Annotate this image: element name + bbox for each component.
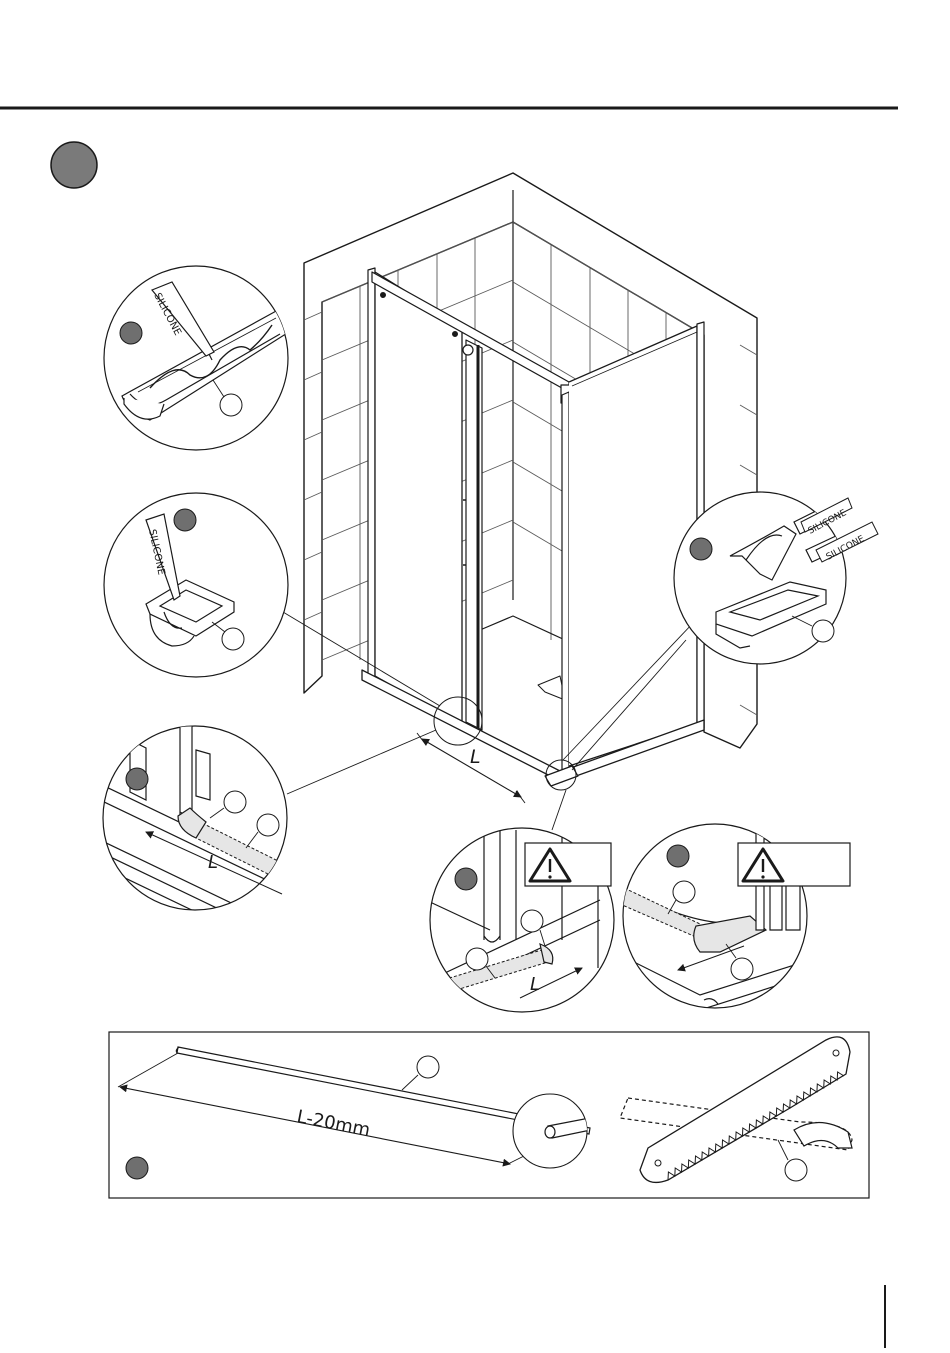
detail-circle-1: SILICONE — [104, 266, 292, 450]
callout-empty — [812, 620, 834, 642]
detail-circle-3: SILICONE SILICONE — [674, 492, 878, 664]
callout-empty — [220, 394, 242, 416]
callout-empty — [257, 814, 279, 836]
detail-circle-6 — [620, 824, 850, 1010]
step-badge — [51, 142, 97, 188]
detail-circle-2: SILICONE — [104, 493, 288, 677]
detail-circle-5: L — [430, 828, 614, 1012]
dimension-label: L — [208, 852, 218, 873]
callout-dot — [120, 322, 142, 344]
dimension-label-main: L — [470, 746, 481, 768]
cutting-panel: L-20mm — [109, 1032, 869, 1198]
callout-empty — [673, 881, 695, 903]
callout-empty — [224, 791, 246, 813]
callout-dot — [126, 768, 148, 790]
callout-dot — [455, 868, 477, 890]
callout-empty — [466, 948, 488, 970]
dimension-label: L — [530, 974, 540, 995]
callout-dot — [126, 1157, 148, 1179]
callout-empty — [417, 1056, 439, 1078]
callout-empty — [785, 1159, 807, 1181]
callout-empty — [521, 910, 543, 932]
callout-empty — [731, 958, 753, 980]
detail-circle-4: L — [100, 726, 300, 962]
shower-enclosure-drawing — [304, 173, 757, 803]
callout-dot — [174, 509, 196, 531]
callout-empty — [222, 628, 244, 650]
callout-dot — [667, 845, 689, 867]
callout-dot — [690, 538, 712, 560]
